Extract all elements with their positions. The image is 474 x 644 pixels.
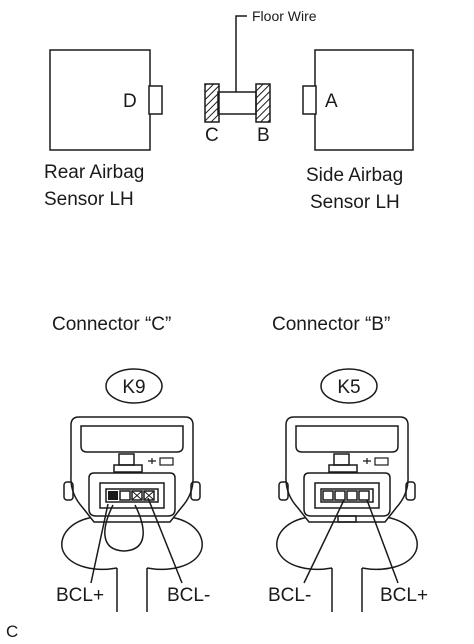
connector-c-pin-label-right: BCL-	[167, 585, 210, 606]
floor-wire	[204, 83, 271, 123]
side-sensor-connector-a	[302, 85, 317, 115]
connector-b-caption: Connector “B”	[272, 314, 390, 335]
floor-wire-callout	[235, 15, 247, 92]
rear-sensor-connector-d	[148, 85, 163, 115]
floor-wire-label: Floor Wire	[252, 8, 317, 24]
connector-b-code: K5	[337, 377, 360, 398]
connector-c-drawing	[61, 416, 203, 612]
connector-b-pin-label-right: BCL+	[380, 585, 428, 606]
connector-b-pin-label-left: BCL-	[268, 585, 311, 606]
side-sensor-name-line1: Side Airbag	[306, 165, 403, 186]
side-airbag-sensor-box	[314, 49, 414, 151]
rear-sensor-name-line2: Sensor LH	[44, 189, 134, 210]
connector-b-code-oval	[320, 368, 378, 404]
connector-c-code-oval	[105, 368, 163, 404]
figure-code: C	[6, 622, 18, 641]
connector-letter-a: A	[325, 91, 338, 112]
rear-airbag-sensor-box	[49, 49, 151, 151]
connector-b-drawing	[276, 416, 418, 612]
wire-connector-c	[204, 83, 220, 123]
connector-c-caption: Connector “C”	[52, 314, 171, 335]
connector-letter-d: D	[123, 91, 137, 112]
side-sensor-name-line2: Sensor LH	[310, 192, 400, 213]
rear-sensor-name-line1: Rear Airbag	[44, 162, 144, 183]
wire-connector-b	[255, 83, 271, 123]
wire-end-label-c: C	[205, 125, 219, 146]
connector-c-code: K9	[122, 377, 145, 398]
wire-end-label-b: B	[257, 125, 270, 146]
connector-c-pin-label-left: BCL+	[56, 585, 104, 606]
